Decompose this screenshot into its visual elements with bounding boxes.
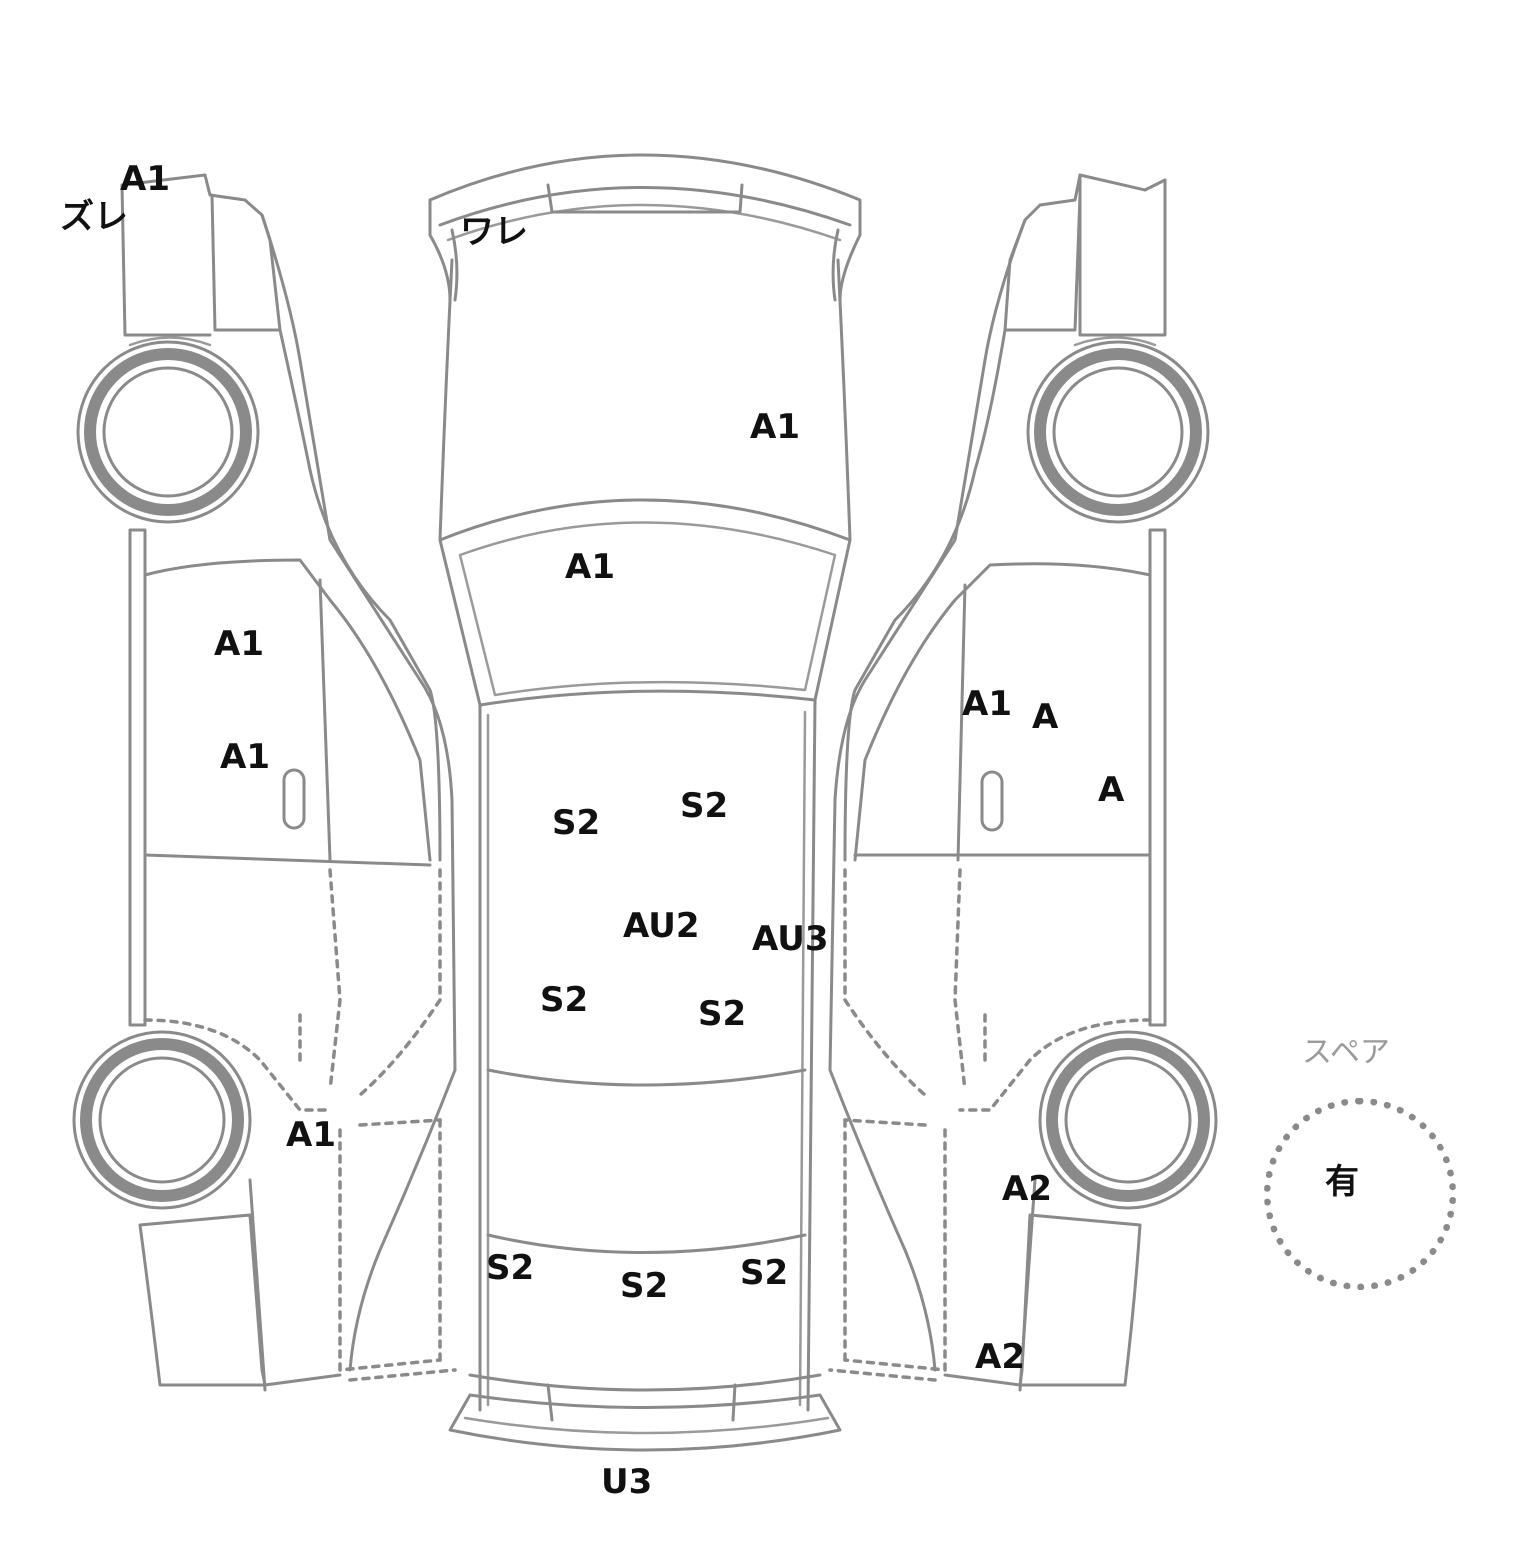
damage-mark-rear-u3: U3: [601, 1462, 653, 1502]
left-front-tire: [84, 348, 252, 516]
damage-mark-roof-s2: S2: [552, 803, 601, 843]
spare-tire-label: スペア: [1302, 1035, 1390, 1070]
damage-mark-right-rear-a2: A2: [1002, 1169, 1052, 1209]
damage-mark-ware: ワレ: [460, 212, 528, 252]
damage-mark-rear-s2: S2: [486, 1248, 535, 1288]
left-rear-tire: [80, 1038, 244, 1202]
right-front-tire: [1034, 348, 1202, 516]
damage-mark-rear-s2: S2: [740, 1253, 789, 1293]
damage-mark-left-door-a1-lower: A1: [220, 737, 270, 777]
damage-mark-roof-s2: S2: [680, 786, 729, 826]
damage-mark-right-a1: A1: [962, 684, 1012, 724]
damage-mark-hood-a1: A1: [750, 407, 800, 447]
damage-mark-roof-s2: S2: [698, 994, 747, 1034]
damage-mark-right-rear-a2-lower: A2: [975, 1337, 1025, 1377]
right-side-view: [828, 173, 1167, 1392]
damage-mark-rear-s2: S2: [620, 1266, 669, 1306]
right-rear-tire: [1046, 1038, 1210, 1202]
damage-mark-right-a-lower: A: [1098, 770, 1125, 810]
damage-mark-left-door-a1: A1: [214, 624, 264, 664]
damage-mark-roof-au3: AU3: [752, 919, 829, 959]
damage-mark-windshield-a1: A1: [565, 547, 615, 587]
damage-mark-front-left-a1: A1: [120, 159, 170, 199]
left-side-view: [120, 173, 457, 1392]
top-view: [428, 153, 862, 1452]
damage-mark-roof-au2: AU2: [623, 906, 700, 946]
spare-tire-circle: [1264, 1098, 1456, 1290]
damage-mark-left-rear-a1: A1: [286, 1115, 336, 1155]
damage-mark-zure: ズレ: [60, 197, 128, 237]
damage-mark-right-a: A: [1032, 697, 1059, 737]
damage-mark-roof-s2: S2: [540, 980, 589, 1020]
spare-tire-value: 有: [1325, 1162, 1359, 1202]
